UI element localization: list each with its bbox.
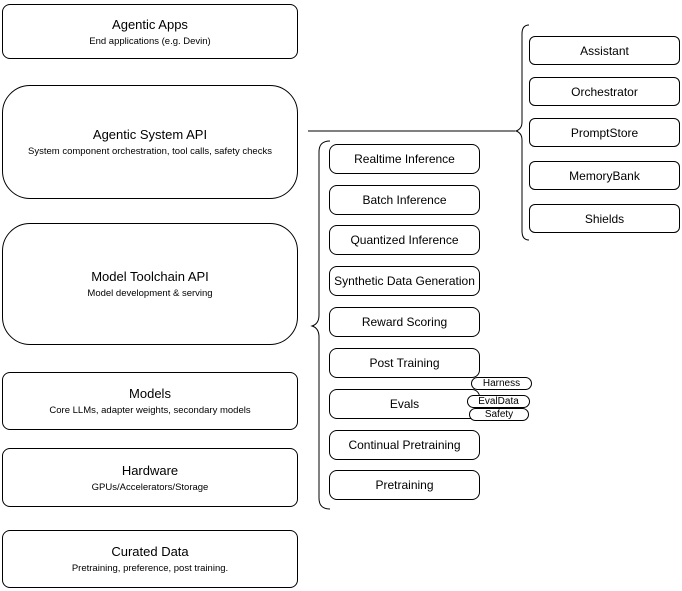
node-agentic-apps: Agentic Apps End applications (e.g. Devi… [2,4,298,59]
node-model-toolchain-api: Model Toolchain API Model development & … [2,223,298,345]
node-batch-inference: Batch Inference [329,185,480,215]
node-subtitle: GPUs/Accelerators/Storage [91,481,209,493]
node-subtitle: Model development & serving [87,288,213,299]
node-continual-pretraining: Continual Pretraining [329,430,480,460]
pill-evaldata: EvalData [467,395,530,408]
node-pretraining: Pretraining [329,470,480,500]
node-realtime-inference: Realtime Inference [329,144,480,174]
node-reward-scoring: Reward Scoring [329,307,480,337]
node-subtitle: System component orchestration, tool cal… [28,146,272,157]
pill-safety: Safety [469,408,529,421]
node-synthetic-data-generation: Synthetic Data Generation [329,266,480,296]
node-subtitle: End applications (e.g. Devin) [89,35,211,47]
node-subtitle: Pretraining, preference, post training. [71,563,229,574]
node-post-training: Post Training [329,348,480,378]
node-quantized-inference: Quantized Inference [329,225,480,255]
node-memorybank: MemoryBank [529,161,680,190]
node-shields: Shields [529,204,680,233]
node-title: Agentic System API [92,127,208,142]
system-brace [514,24,530,241]
node-orchestrator: Orchestrator [529,77,680,106]
node-title: Models [129,386,171,401]
node-evals: Evals [329,389,480,419]
node-title: Hardware [121,462,179,478]
node-subtitle: Core LLMs, adapter weights, secondary mo… [49,405,251,416]
node-models: Models Core LLMs, adapter weights, secon… [2,372,298,430]
node-promptstore: PromptStore [529,118,680,147]
toolchain-brace [310,140,331,510]
node-curated-data: Curated Data Pretraining, preference, po… [2,530,298,588]
node-title: Curated Data [111,544,189,559]
node-title: Model Toolchain API [91,269,209,284]
node-title: Agentic Apps [112,16,188,32]
node-assistant: Assistant [529,36,680,65]
node-hardware: Hardware GPUs/Accelerators/Storage [2,448,298,507]
node-agentic-system-api: Agentic System API System component orch… [2,85,298,199]
pill-harness: Harness [471,377,532,390]
